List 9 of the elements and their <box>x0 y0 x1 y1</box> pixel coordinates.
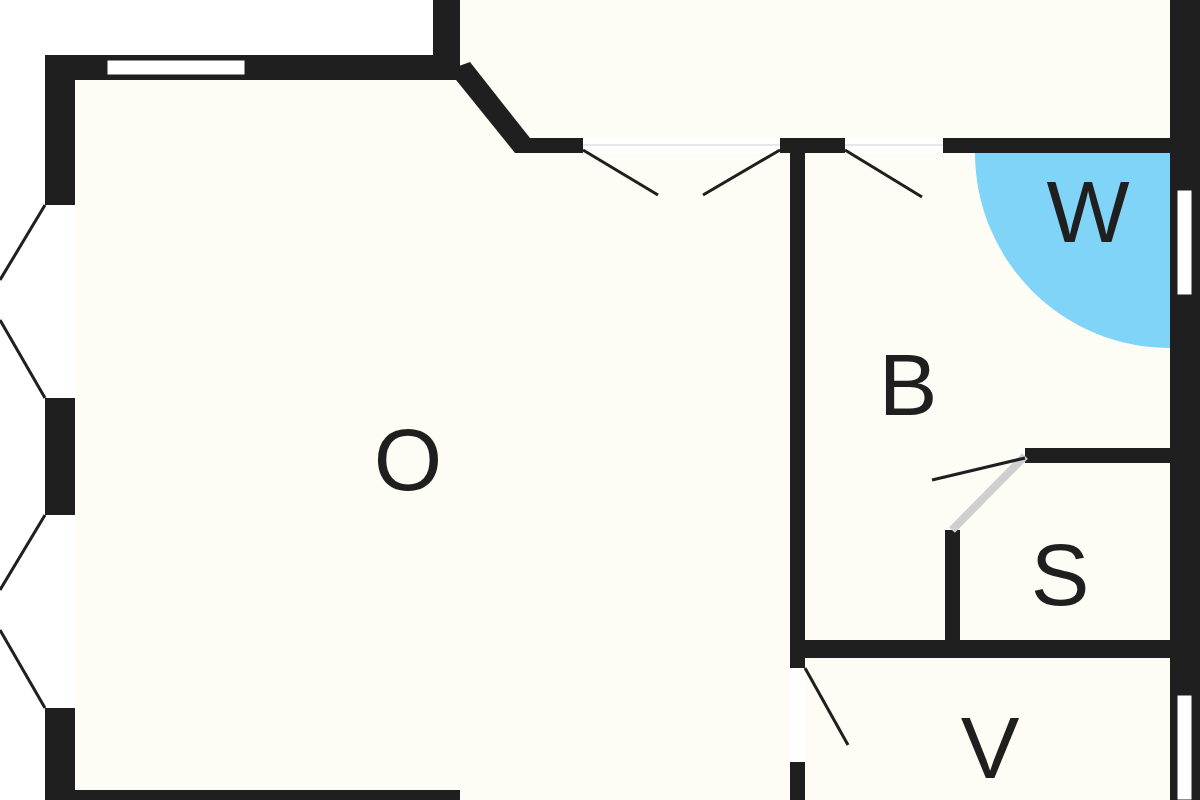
room-area <box>805 153 1170 448</box>
room-area <box>805 658 1170 800</box>
room-label: B <box>878 341 938 429</box>
room-label: O <box>373 416 443 504</box>
room-label: V <box>960 704 1020 792</box>
room-label: W <box>1046 168 1130 256</box>
room-area <box>960 463 1170 640</box>
room-label: S <box>1030 531 1090 619</box>
room-area <box>75 80 790 800</box>
